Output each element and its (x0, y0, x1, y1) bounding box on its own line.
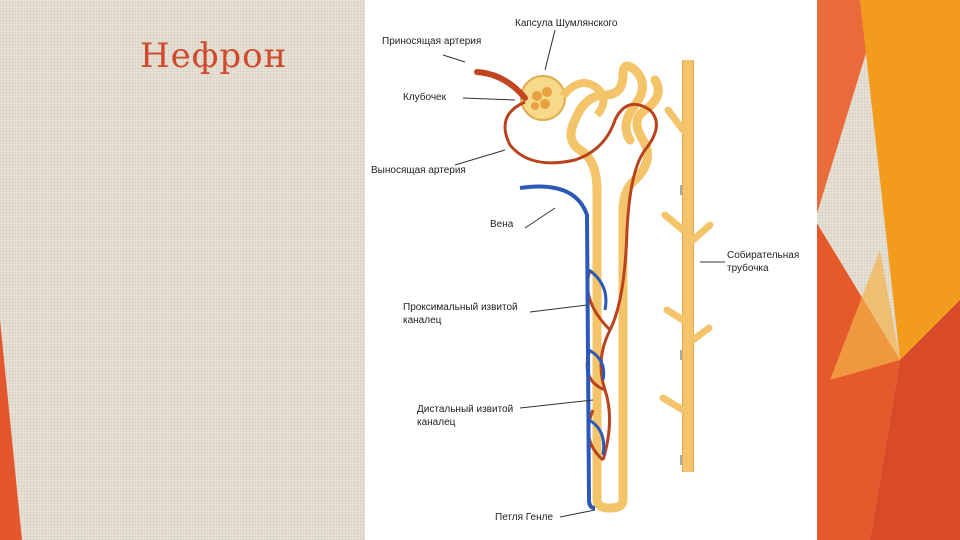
right-triangle-red (815, 220, 900, 540)
label-afferent-artery: Приносящая артерия (382, 36, 482, 47)
label-efferent-artery: Выносящая артерия (371, 165, 466, 176)
label-proximal-tubule-2: каналец (403, 315, 442, 326)
nephron-diagram (442, 29, 725, 518)
label-distal-tubule-1: Дистальный извитой (417, 404, 514, 415)
collecting-duct (659, 60, 714, 472)
loop-of-henle-tubule (566, 61, 663, 513)
label-collecting-duct-2: трубочка (727, 263, 769, 274)
right-triangle-light (830, 250, 900, 380)
bowman-capsule (520, 75, 608, 121)
label-vein: Вена (490, 219, 514, 230)
right-triangle-back (815, 0, 870, 220)
slide-title: Нефрон (140, 36, 288, 76)
pointer-afferent (442, 54, 466, 63)
label-proximal-tubule-1: Проксимальный извитой (403, 302, 518, 313)
label-glomerulus: Клубочек (403, 92, 446, 103)
pointer-vein (524, 207, 556, 229)
label-loop-of-henle: Петля Генле (495, 512, 554, 523)
pointer-distal (519, 399, 594, 409)
pointer-loop (559, 509, 596, 518)
right-triangle-lower (870, 300, 960, 540)
label-capsule: Капсула Шумлянского (515, 18, 618, 29)
right-triangle-orange (860, 0, 960, 360)
pointer-efferent (454, 149, 506, 166)
nephron-diagram-panel: Капсула Шумлянского Приносящая артерия К… (365, 0, 817, 540)
pointer-glomerulus (462, 97, 516, 101)
vein (519, 184, 608, 510)
left-triangle (0, 320, 22, 540)
pointer-lines (442, 29, 725, 518)
pointer-proximal (529, 304, 588, 313)
label-distal-tubule-2: каналец (417, 417, 456, 428)
pointer-capsule (544, 29, 556, 71)
label-collecting-duct-1: Собирательная (727, 250, 800, 261)
